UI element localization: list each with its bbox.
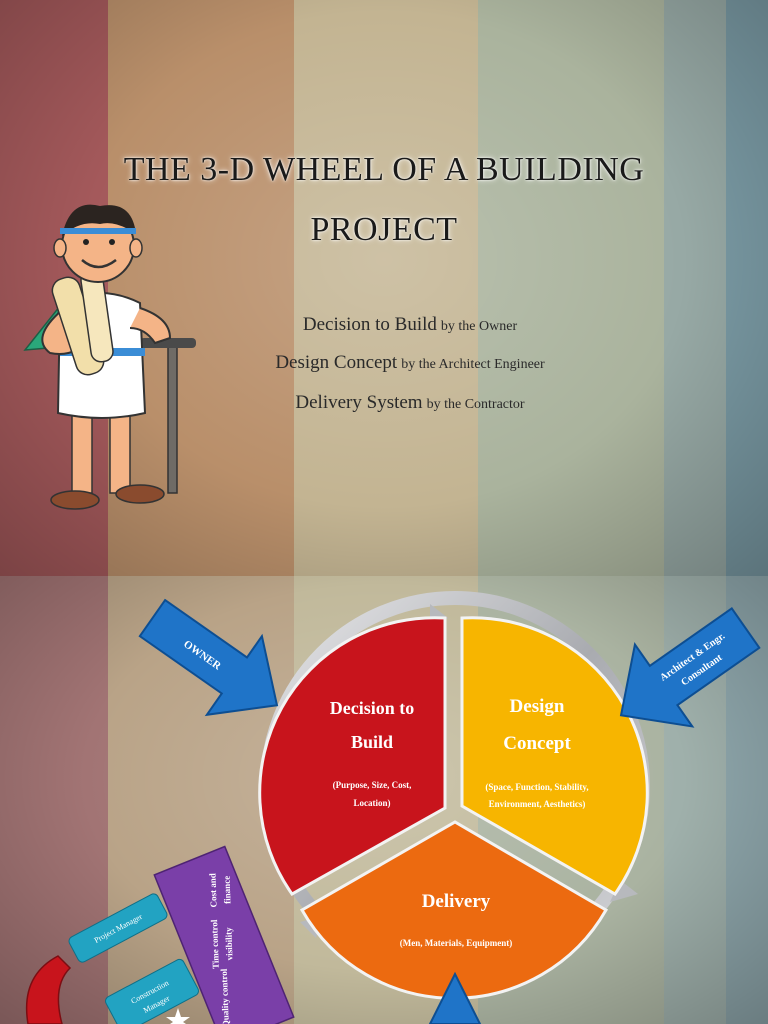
item-main: Delivery System (295, 392, 423, 413)
owner-arrow: OWNER (138, 598, 279, 717)
item-design: Design Concept by the Architect Engineer (150, 352, 670, 374)
striped-background (0, 0, 768, 576)
wheel-diagram: Decision to Build (Purpose, Size, Cost, … (25, 591, 761, 1024)
background-stripe (294, 0, 478, 576)
item-by: by the Architect Engineer (401, 357, 545, 372)
management-functions-box: Cost and finance Time control visibility… (153, 845, 295, 1024)
segment-design-sub-1: (Space, Function, Stability, (485, 782, 588, 792)
purple-box-line: visibility (223, 927, 234, 961)
construction-manager-badge: Construction Manager (105, 958, 199, 1024)
segment-decision-sub-1: (Purpose, Size, Cost, (333, 780, 412, 790)
ring-arrowhead (610, 880, 638, 902)
purple-box-line: Time control (209, 919, 221, 969)
segment-design-sub-2: Environment, Aesthetics) (489, 799, 586, 809)
contractor-arrow-tip (428, 971, 482, 1024)
architect-arrow: Architect & Engr. Consultant (619, 607, 761, 728)
item-by: by the Owner (440, 319, 518, 334)
purple-box-line: Quality control (219, 968, 231, 1024)
segment-decision-title-1: Decision to (330, 698, 415, 718)
segment-design-title-2: Concept (503, 733, 571, 754)
title-line-1: THE 3-D WHEEL OF A BUILDING (123, 151, 645, 188)
red-curved-arrow (25, 955, 72, 1024)
background-stripe (108, 0, 294, 576)
item-main: Design Concept (275, 352, 398, 373)
slide-title: THE 3-D WHEEL OF A BUILDING PROJECT (100, 140, 668, 260)
title-slide: THE 3-D WHEEL OF A BUILDING PROJECT Deci… (0, 0, 768, 576)
item-main: Decision to Build (302, 314, 437, 335)
wheel-slide: Decision to Build (Purpose, Size, Cost, … (0, 576, 768, 1024)
project-manager-badge: Project Manager (68, 893, 168, 963)
item-by: by the Contractor (426, 397, 525, 412)
segment-decision (258, 616, 447, 896)
segment-delivery-title: Delivery (422, 891, 491, 912)
builder-cartoon-illustration (23, 204, 196, 510)
title-line-2: PROJECT (310, 211, 458, 248)
background-stripe (664, 0, 726, 576)
segment-delivery-sub: (Men, Materials, Equipment) (400, 938, 513, 948)
item-delivery: Delivery System by the Contractor (150, 392, 670, 414)
background-stripe (726, 0, 768, 576)
segment-decision-sub-2: Location) (354, 798, 391, 808)
purple-box-line: Cost and (207, 873, 218, 908)
segment-decision-title-2: Build (351, 732, 393, 752)
item-decision: Decision to Build by the Owner (150, 314, 670, 336)
background-stripe (478, 0, 664, 576)
star-icon (166, 1008, 190, 1024)
segment-design-title-1: Design (510, 696, 565, 717)
purple-box-line: finance (222, 876, 233, 904)
